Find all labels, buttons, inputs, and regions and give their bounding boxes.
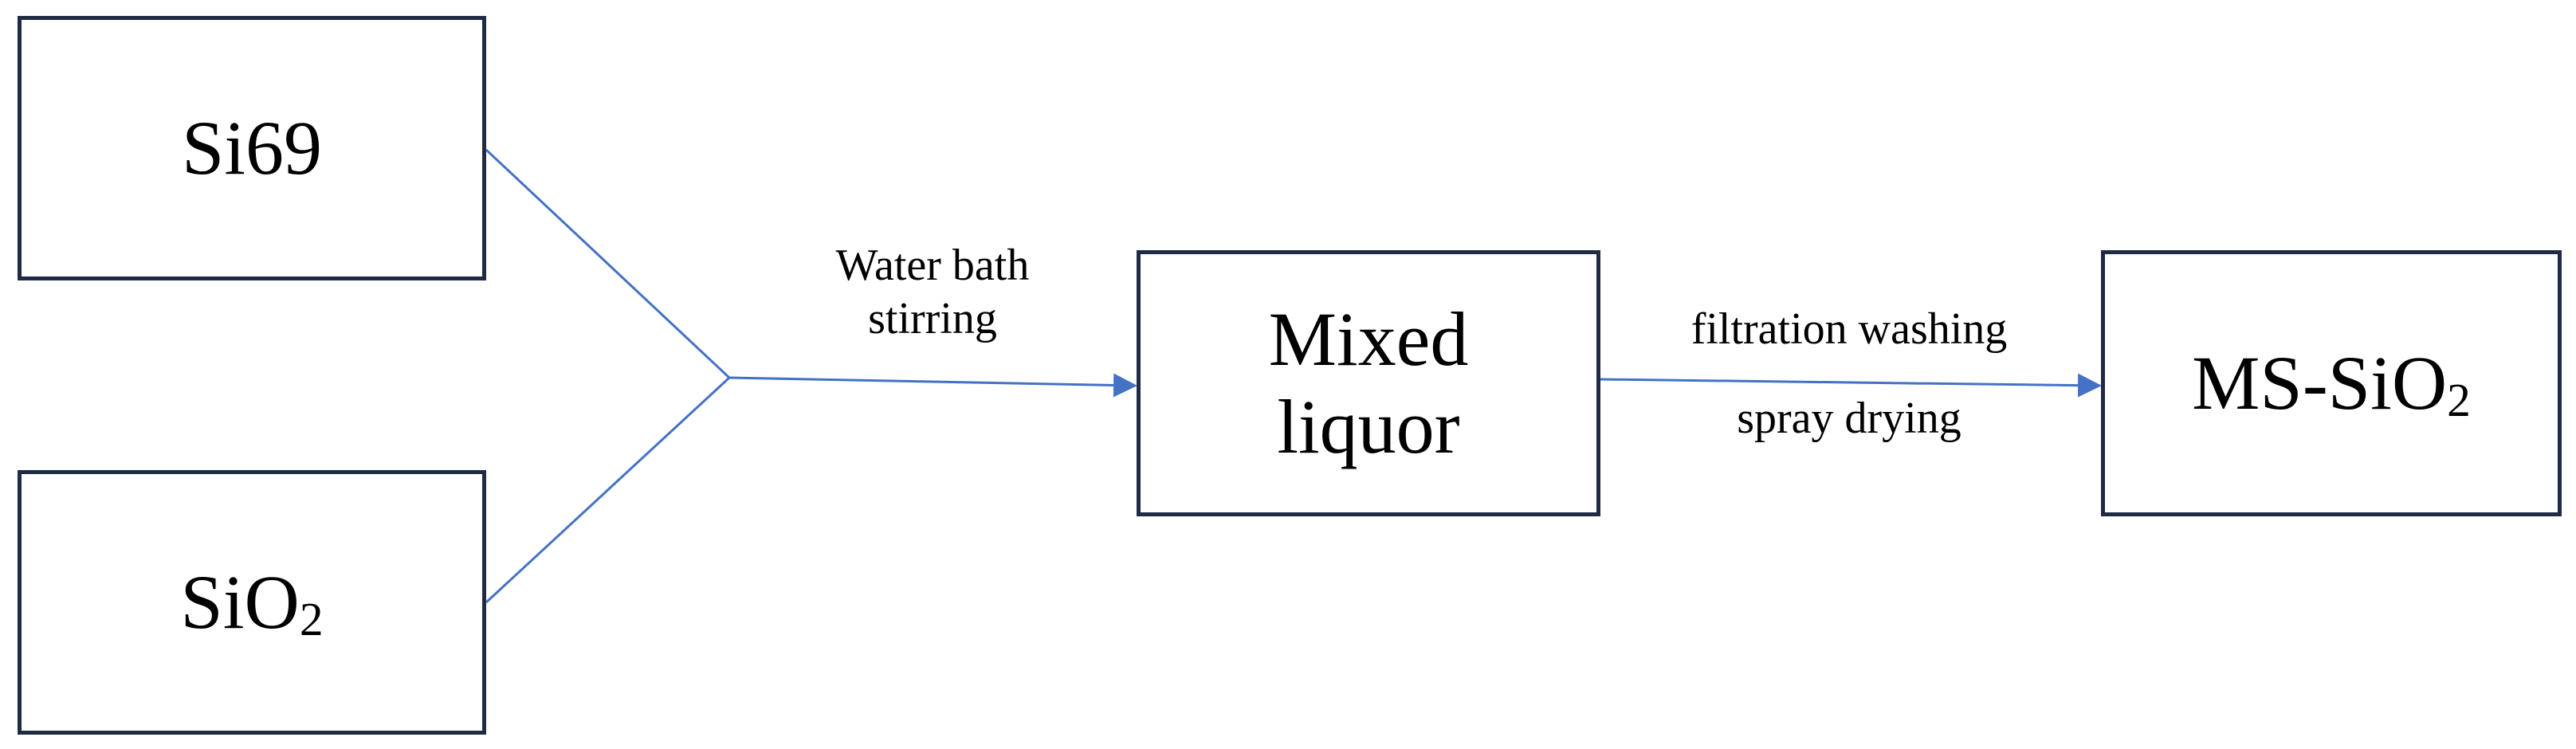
- connector-si69-to-junction: [485, 148, 731, 379]
- node-si69: Si69: [18, 16, 486, 280]
- edge-label-water-bath: Water bath: [835, 241, 1030, 290]
- node-mixed-liquor: Mixed liquor: [1137, 250, 1600, 516]
- arrow-junction-to-mixed: [728, 373, 1137, 398]
- node-mixed-liquor-line1: Mixed: [1268, 296, 1469, 382]
- node-ms-sio2-label-subscript: 2: [2447, 373, 2471, 426]
- node-sio2: SiO2: [18, 470, 486, 735]
- node-mixed-liquor-line2: liquor: [1277, 384, 1460, 469]
- node-si69-label: Si69: [181, 104, 323, 190]
- node-ms-sio2: MS-SiO2: [2101, 250, 2562, 516]
- node-sio2-label-main: SiO: [180, 559, 300, 645]
- node-mixed-liquor-label: Mixed liquor: [1269, 296, 1469, 472]
- edge-label-stirring: stirring: [868, 294, 997, 344]
- node-sio2-label-subscript: 2: [299, 592, 324, 645]
- node-ms-sio2-label-main: MS-SiO: [2192, 339, 2448, 425]
- edge-label-water-bath-stirring: Water bath stirring: [765, 239, 1100, 346]
- connector-sio2-to-junction: [485, 376, 731, 604]
- node-ms-sio2-label: MS-SiO2: [2192, 339, 2471, 427]
- edge-label-spray-drying: spray drying: [1737, 394, 1961, 443]
- edge-label-filtration-washing: filtration washing: [1690, 304, 2008, 354]
- arrow-mixed-to-ms-sio2: [1600, 373, 2102, 398]
- node-sio2-label: SiO2: [180, 559, 323, 646]
